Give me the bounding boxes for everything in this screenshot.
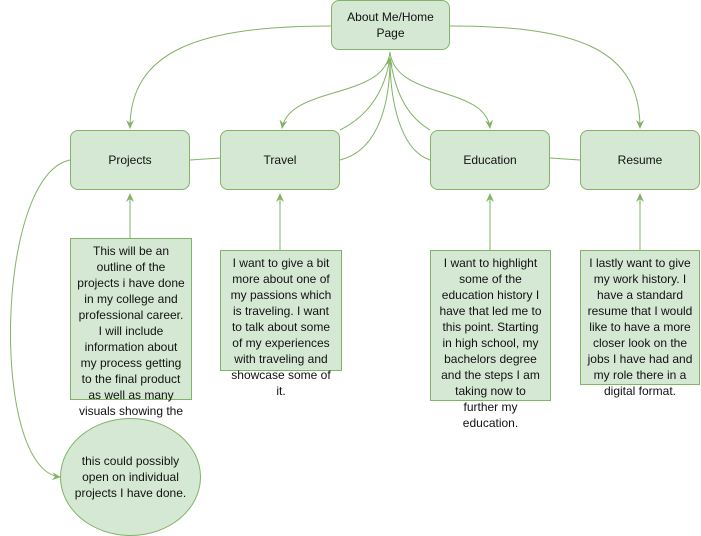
- projects-subpage-text: this could possibly open on individual p…: [74, 454, 187, 500]
- travel-node: Travel: [220, 130, 340, 190]
- travel-note: I want to give a bit more about one of m…: [220, 250, 342, 398]
- resume-note-text: I lastly want to give my work history. I…: [587, 256, 693, 398]
- resume-node: Resume: [580, 130, 700, 190]
- education-node: Education: [430, 130, 550, 190]
- edge-home-projects: [126, 25, 332, 129]
- edge-travel-home-2: [339, 57, 391, 161]
- edge-education-home-2: [389, 57, 431, 161]
- home-page-node: About Me/Home Page: [331, 0, 450, 50]
- home-page-label: About Me/Home Page: [347, 10, 434, 40]
- education-label: Education: [463, 153, 517, 167]
- resume-note: I lastly want to give my work history. I…: [580, 250, 700, 398]
- education-note-text: I want to highlight some of the educatio…: [439, 256, 542, 430]
- projects-note-text: This will be an outline of the projects …: [77, 244, 185, 434]
- edge-home-travel: [279, 51, 391, 129]
- edge-home-education: [389, 51, 494, 129]
- edge-education-resume: [549, 157, 581, 161]
- education-note: I want to highlight some of the educatio…: [430, 250, 551, 430]
- edge-travel-home-1: [339, 57, 393, 131]
- resume-label: Resume: [617, 153, 663, 167]
- projects-note: This will be an outline of the projects …: [70, 238, 192, 434]
- edge-projects-travel: [189, 157, 221, 161]
- projects-node: Projects: [70, 130, 190, 190]
- edge-home-resume: [449, 25, 644, 129]
- travel-label: Travel: [263, 153, 297, 167]
- projects-label: Projects: [108, 153, 152, 167]
- travel-note-text: I want to give a bit more about one of m…: [230, 256, 332, 398]
- edge-education-home-1: [389, 57, 431, 131]
- edge-projects-ellipse: [10, 159, 71, 481]
- projects-subpage-ellipse: this could possibly open on individual p…: [60, 418, 201, 536]
